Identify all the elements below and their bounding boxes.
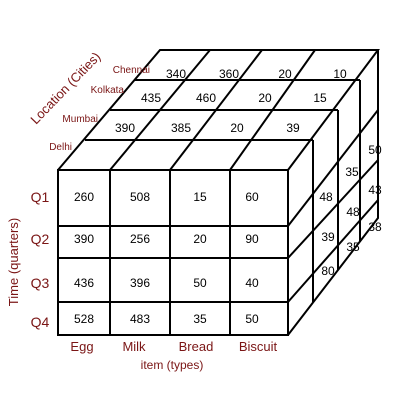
front-cell-q1-egg: 260: [74, 190, 94, 204]
city-labels: Chennai Kolkata Mumbai Delhi: [49, 65, 150, 153]
quarter-label-q4: Q4: [31, 314, 50, 330]
front-face-values: 260 508 15 60 390 256 20 90 436 396 50 4…: [74, 190, 259, 326]
side-cell-c3-r3: 38: [368, 220, 382, 234]
side-cell-c2-r2: 48: [346, 205, 360, 219]
front-cell-q4-bread: 35: [193, 312, 207, 326]
item-label-milk: Milk: [122, 339, 146, 354]
side-face-grid: [287, 80, 379, 303]
side-cell-c1-r3: 80: [321, 264, 335, 278]
item-label-biscuit: Biscuit: [239, 339, 278, 354]
front-cell-q4-biscuit: 50: [245, 312, 259, 326]
quarter-labels: Q1 Q2 Q3 Q4: [31, 189, 50, 330]
front-cell-q3-milk: 396: [130, 276, 150, 290]
top-cell-mumbai-egg: 390: [115, 121, 135, 135]
time-axis-title: Time (quarters): [6, 218, 21, 306]
front-cell-q2-bread: 20: [193, 232, 207, 246]
top-face-values: 340 360 20 10 435 460 20 15 390 385 20 3…: [115, 67, 347, 135]
city-label-delhi: Delhi: [49, 142, 72, 153]
front-cell-q2-egg: 390: [74, 232, 94, 246]
top-cell-kolkata-milk: 460: [196, 91, 216, 105]
quarter-label-q2: Q2: [31, 231, 50, 247]
side-cell-c1-r2: 39: [321, 230, 335, 244]
top-cell-chennai-biscuit: 10: [333, 67, 347, 81]
item-axis-title: item (types): [141, 358, 204, 372]
city-label-kolkata: Kolkata: [91, 85, 125, 96]
front-cell-q2-biscuit: 90: [245, 232, 259, 246]
top-cell-mumbai-bread: 20: [230, 121, 244, 135]
front-cell-q1-biscuit: 60: [245, 190, 259, 204]
side-cell-c2-r3: 35: [346, 240, 360, 254]
side-cell-c3-r1: 50: [368, 143, 382, 157]
front-cell-q3-bread: 50: [193, 276, 207, 290]
item-labels: Egg Milk Bread Biscuit: [70, 339, 277, 354]
side-cell-c2-r1: 35: [345, 165, 359, 179]
front-cell-q3-biscuit: 40: [245, 276, 259, 290]
top-cell-kolkata-egg: 435: [141, 91, 161, 105]
front-cell-q1-bread: 15: [193, 190, 207, 204]
front-cell-q4-milk: 483: [130, 312, 150, 326]
city-label-mumbai: Mumbai: [62, 114, 98, 125]
front-cell-q2-milk: 256: [130, 232, 150, 246]
quarter-label-q1: Q1: [31, 189, 50, 205]
side-cell-c1-r1: 48: [319, 190, 333, 204]
front-face-border: [57, 169, 289, 336]
side-cell-c3-r2: 43: [368, 183, 382, 197]
city-label-chennai: Chennai: [113, 65, 150, 76]
top-cell-kolkata-bread: 20: [258, 91, 272, 105]
front-cell-q1-milk: 508: [130, 190, 150, 204]
side-face-values: 48 39 80 35 48 35 50 43 38: [319, 143, 382, 278]
top-cell-mumbai-milk: 385: [171, 121, 191, 135]
front-cell-q4-egg: 528: [74, 312, 94, 326]
top-cell-chennai-bread: 20: [278, 67, 292, 81]
top-cell-kolkata-biscuit: 15: [313, 91, 327, 105]
top-face-grid: [85, 49, 360, 171]
side-face-border: [287, 50, 379, 336]
front-cell-q3-egg: 436: [74, 276, 94, 290]
quarter-label-q3: Q3: [31, 275, 50, 291]
top-cell-chennai-milk: 360: [219, 67, 239, 81]
top-cell-chennai-egg: 340: [166, 67, 186, 81]
top-cell-mumbai-biscuit: 39: [286, 121, 300, 135]
item-label-egg: Egg: [70, 339, 93, 354]
item-label-bread: Bread: [179, 339, 214, 354]
front-face-grid: [58, 170, 288, 335]
